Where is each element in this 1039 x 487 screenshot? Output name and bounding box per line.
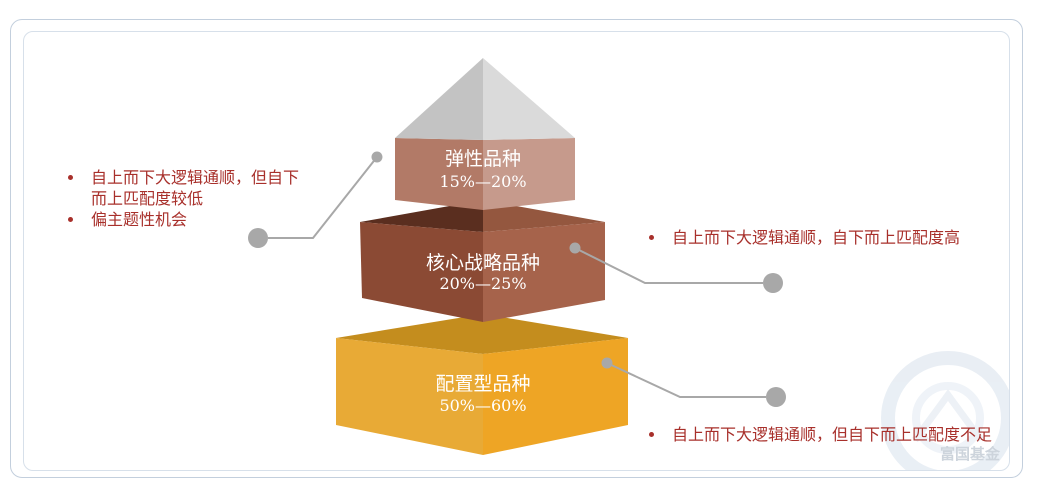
callout-right-bottom: 自上而下大逻辑通顺，但自下而上匹配度不足: [648, 424, 992, 445]
tier-2-left-face: [360, 222, 483, 322]
tier-2-block: [360, 200, 605, 322]
tier-1-name: 弹性品种: [445, 148, 521, 170]
callout-bullet-text: 偏主题性机会: [91, 210, 188, 229]
watermark-logo: [881, 351, 1009, 470]
tier-1-block: [395, 138, 575, 210]
connector-line: [606, 362, 766, 398]
bullet-dot: [649, 235, 654, 240]
bullet-dot: [68, 175, 73, 180]
tier-2-top-left-face: [360, 200, 483, 232]
connector-left: [248, 151, 383, 248]
connector-anchor-dot: [569, 242, 581, 254]
callout-bullet-text: 自上而下大逻辑通顺，自下而上匹配度高: [672, 228, 961, 247]
callout-bullet-text: 自上而下大逻辑通顺，但自下而上匹配度较低: [91, 168, 300, 208]
callout-bullet-item: 自上而下大逻辑通顺，但自下而上匹配度较低: [67, 167, 305, 209]
connector-right-top: [569, 242, 783, 293]
tier-3-range: 50%—60%: [439, 396, 526, 415]
cap-right-face: [483, 58, 575, 140]
tier-2-range: 20%—25%: [439, 274, 526, 293]
outer-frame: [10, 19, 1023, 478]
tier-1-left-face: [395, 138, 483, 210]
callout-left-list: 自上而下大逻辑通顺，但自下而上匹配度较低 偏主题性机会: [67, 167, 305, 230]
connector-anchor-dot: [601, 357, 613, 369]
tier-3-right-face: [483, 338, 628, 455]
connector-right-bottom: [601, 357, 786, 407]
tier-3-left-face: [336, 338, 483, 455]
callout-bullet-item: 自上而下大逻辑通顺，自下而上匹配度高: [648, 227, 960, 248]
callout-bullet-item: 偏主题性机会: [67, 209, 305, 230]
tier-3-name: 配置型品种: [435, 373, 530, 395]
callout-right-top-list: 自上而下大逻辑通顺，自下而上匹配度高: [648, 227, 960, 248]
callout-right-bottom-list: 自上而下大逻辑通顺，但自下而上匹配度不足: [648, 424, 992, 445]
tier-1-range: 15%—20%: [439, 172, 526, 191]
tier-3-top-face: [336, 314, 628, 354]
tier-2-name: 核心战略品种: [426, 252, 540, 274]
bullet-dot: [68, 217, 73, 222]
tier-1-right-face: [483, 138, 575, 210]
callout-bullet-item: 自上而下大逻辑通顺，但自下而上匹配度不足: [648, 424, 992, 445]
watermark-mark: [912, 389, 984, 443]
tier-2-top-right-face: [483, 200, 605, 232]
connector-end-dot: [766, 387, 786, 407]
watermark-ring-outer: [881, 351, 1009, 470]
connector-end-dot: [763, 273, 783, 293]
callout-left: 自上而下大逻辑通顺，但自下而上匹配度较低 偏主题性机会: [67, 167, 305, 230]
bullet-dot: [649, 432, 654, 437]
inner-frame: [23, 31, 1010, 471]
connector-line: [574, 247, 763, 284]
watermark-ring-inner: [912, 382, 984, 454]
connector-anchor-dot: [371, 151, 383, 163]
callout-bullet-text: 自上而下大逻辑通顺，但自下而上匹配度不足: [672, 425, 993, 444]
cap-left-face: [395, 58, 483, 140]
connector-line: [268, 156, 378, 239]
pyramid-cap: [395, 58, 575, 140]
callout-right-top: 自上而下大逻辑通顺，自下而上匹配度高: [648, 227, 960, 248]
connector-end-dot: [248, 228, 268, 248]
tier-3-block: [336, 314, 628, 455]
watermark-text: 富国基金: [940, 445, 1001, 463]
